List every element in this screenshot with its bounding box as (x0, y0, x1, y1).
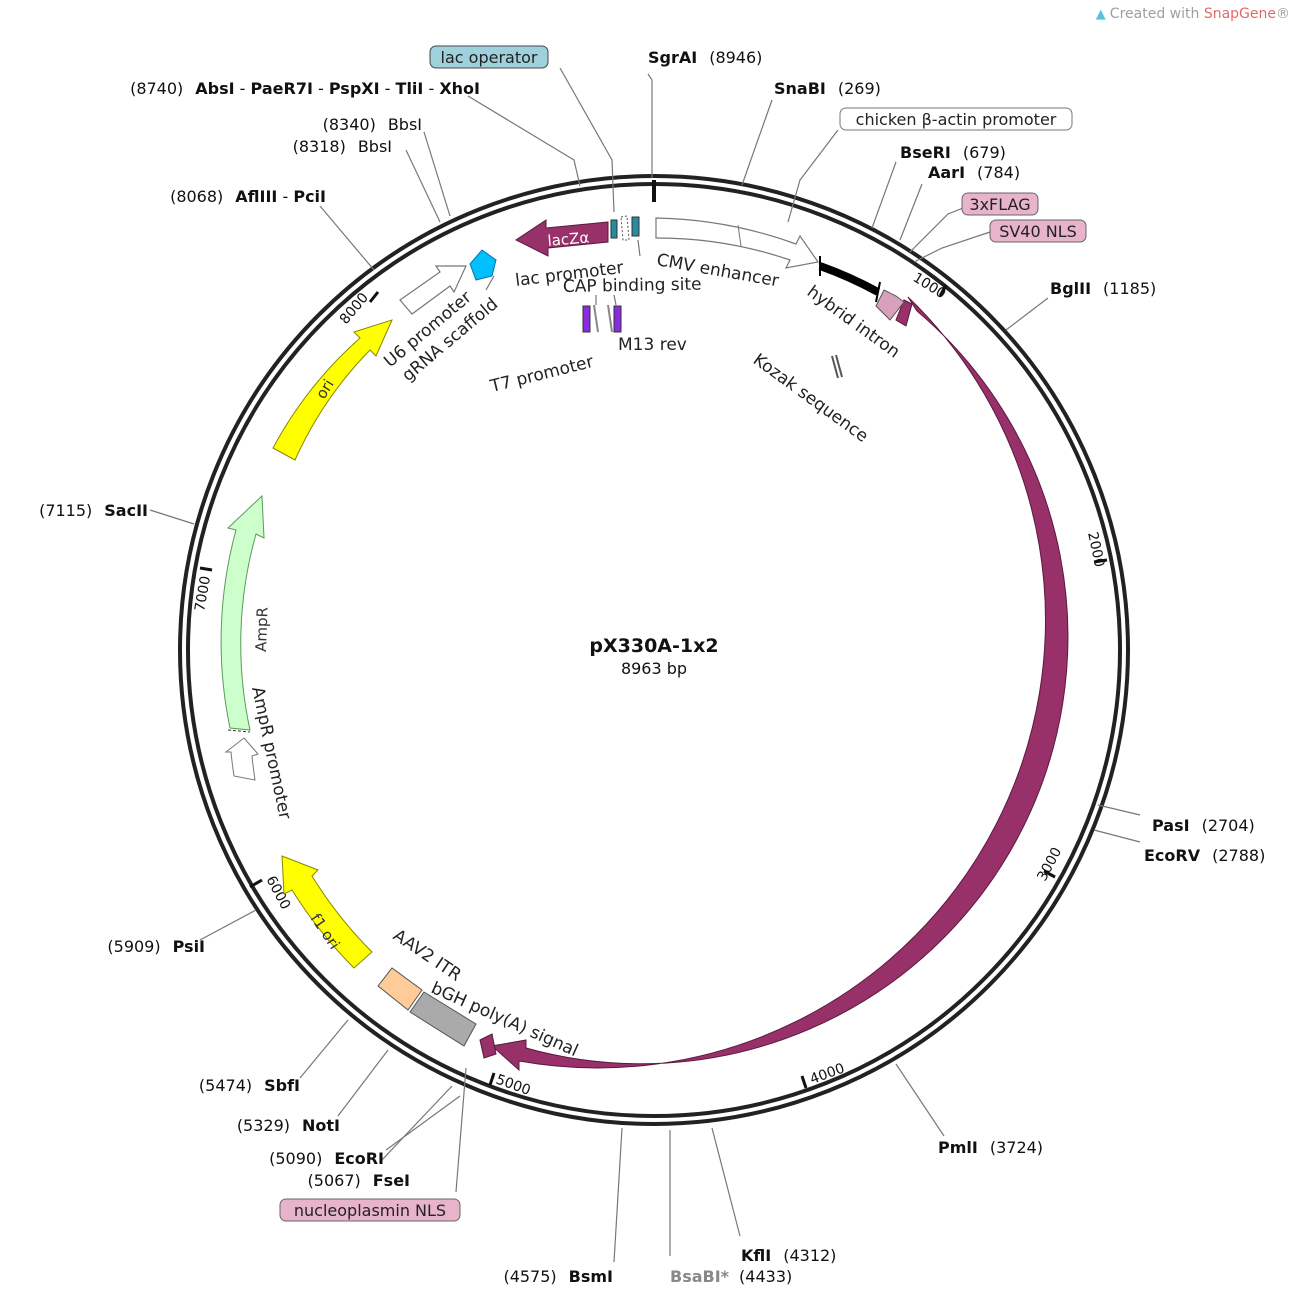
kozak-label: Kozak sequence (749, 350, 872, 447)
f1-ori-feature[interactable] (281, 855, 373, 969)
site-bbsi-8318[interactable]: (8318)BbsI (293, 137, 392, 156)
t7-promoter-feature[interactable] (582, 305, 591, 333)
cap-site-label: CAP binding site (563, 275, 702, 297)
grna-scaffold-feature[interactable] (469, 249, 497, 281)
t7-promoter-label: T7 promoter (487, 352, 595, 397)
tick-label-7000: 7000 (192, 575, 214, 613)
u6-promoter-feature[interactable] (399, 265, 467, 315)
site-afliii-pcii[interactable]: (8068)AflIII - PciI (170, 187, 326, 206)
m13-rev-feature[interactable] (613, 305, 622, 333)
site-psii[interactable]: (5909)PsiI (107, 937, 205, 956)
kozak-mark (831, 355, 839, 379)
ampr-feature[interactable] (220, 494, 265, 731)
site-noti[interactable]: (5329)NotI (237, 1116, 340, 1135)
site-ecori[interactable]: (5090)EcoRI (269, 1149, 384, 1168)
watermark: ▲Created with SnapGene® (1095, 6, 1290, 22)
site-bsabi[interactable]: BsaBI*(4433) (670, 1267, 792, 1286)
tick-label-2000: 2000 (1084, 531, 1107, 569)
site-bseri[interactable]: BseRI(679) (900, 143, 1006, 162)
cmv-enhancer-feature[interactable] (655, 217, 820, 269)
site-fsei[interactable]: (5067)FseI (308, 1171, 410, 1190)
site-sgrai[interactable]: SgrAI(8946) (648, 48, 762, 67)
ampr-label: AmpR (252, 607, 272, 652)
lac-operator-box[interactable]: lac operator (429, 45, 549, 69)
site-pmli[interactable]: PmlI(3724) (938, 1138, 1043, 1157)
m13-rev-label: M13 rev (618, 335, 687, 355)
bgh-polya-feature[interactable] (409, 991, 477, 1047)
site-kfli[interactable]: KflI(4312) (741, 1246, 836, 1265)
flag-box[interactable]: 3xFLAG (961, 192, 1039, 216)
site-pasi[interactable]: PasI(2704) (1152, 816, 1255, 835)
site-ecorv[interactable]: EcoRV(2788) (1144, 846, 1265, 865)
svg-text:chicken β-actin promoter: chicken β-actin promoter (856, 110, 1057, 129)
sv40-nls-feature[interactable] (895, 299, 913, 327)
nucleoplasmin-nls-box[interactable]: nucleoplasmin NLS (279, 1198, 461, 1222)
site-snabi[interactable]: SnaBI(269) (774, 79, 881, 98)
nucleoplasmin-nls-feature[interactable] (479, 1033, 497, 1059)
plasmid-length: 8963 bp (621, 659, 687, 678)
lacz-feature[interactable] (515, 219, 609, 257)
lac-promoter-feature[interactable] (620, 215, 630, 241)
svg-text:SV40 NLS: SV40 NLS (999, 222, 1077, 241)
lac-operator-feature[interactable] (631, 216, 640, 237)
site-bbsi-8340[interactable]: (8340)BbsI (323, 115, 422, 134)
ori-feature[interactable] (272, 319, 393, 461)
site-xhoi-group[interactable]: (8740)AbsI - PaeR7I - PspXI - TliI - Xho… (130, 79, 480, 98)
plasmid-name: pX330A-1x2 (589, 635, 718, 657)
svg-text:nucleoplasmin NLS: nucleoplasmin NLS (294, 1201, 446, 1220)
site-connectors (149, 67, 1141, 1263)
sv40-nls-box[interactable]: SV40 NLS (989, 219, 1087, 243)
site-sbfi[interactable]: (5474)SbfI (199, 1076, 300, 1095)
flag-feature[interactable] (875, 289, 905, 321)
site-aari[interactable]: AarI(784) (928, 163, 1020, 182)
hybrid-intron-end-right (875, 281, 881, 303)
cas9-feature[interactable] (490, 296, 1069, 1072)
hybrid-intron-feature[interactable] (818, 262, 880, 296)
site-bglii[interactable]: BglII(1185) (1050, 279, 1156, 298)
aav2-itr-feature[interactable] (377, 967, 423, 1011)
svg-text:lac operator: lac operator (441, 48, 538, 67)
backbone-outer-ring (178, 174, 1130, 1126)
svg-text:3xFLAG: 3xFLAG (969, 195, 1030, 214)
site-bsmi[interactable]: (4575)BsmI (503, 1267, 613, 1286)
site-sacii[interactable]: (7115)SacII (39, 501, 148, 520)
chicken-actin-promoter-box[interactable]: chicken β-actin promoter (839, 107, 1073, 131)
snapgene-logo-icon: ▲ (1095, 7, 1106, 22)
cap-site-feature[interactable] (610, 219, 618, 239)
lacz-label: lacZα (547, 228, 590, 250)
tick-marks (199, 284, 1108, 1089)
ampr-promoter-feature[interactable] (224, 737, 259, 781)
